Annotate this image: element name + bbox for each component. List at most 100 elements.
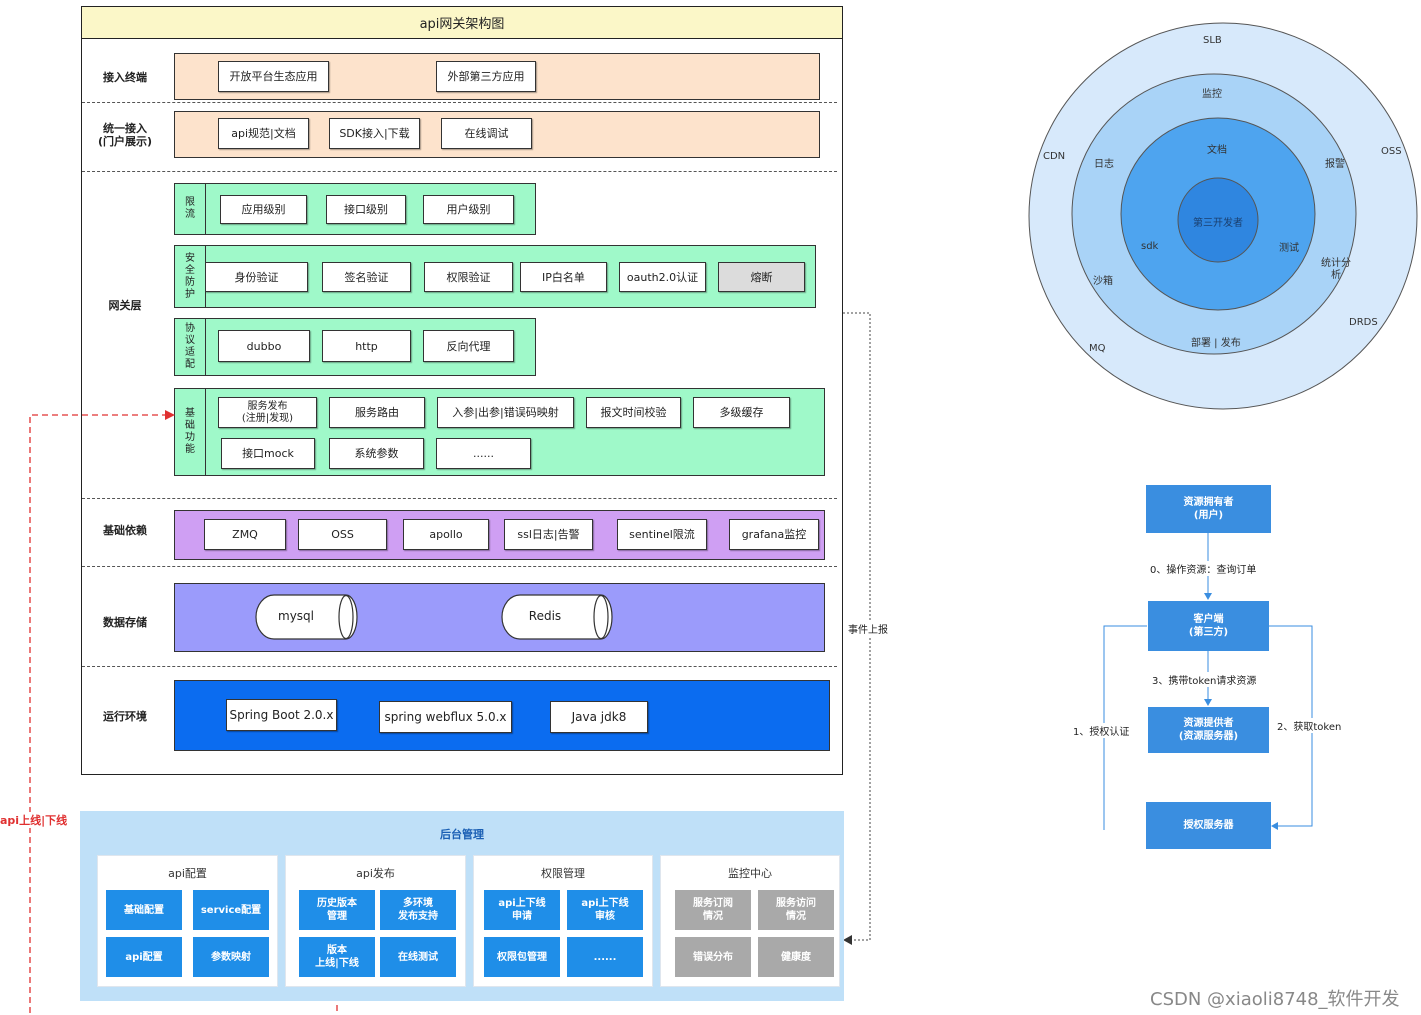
admin-tile[interactable]: api上下线 审核 <box>567 890 643 930</box>
layer-label-runtime: 运行环境 <box>103 709 147 723</box>
base-function-item[interactable]: 入参|出参|错误码映射 <box>437 397 574 428</box>
admin-tile[interactable]: 在线测试 <box>380 937 456 977</box>
admin-section-title: api配置 <box>168 867 207 880</box>
ring-label-monitor: 监控 <box>1202 89 1222 100</box>
api-online-connector <box>29 410 175 1013</box>
unified-item[interactable]: api规范|文档 <box>218 118 309 149</box>
unified-item[interactable]: SDK接入|下载 <box>329 118 420 149</box>
ring-label-deploy: 部署 | 发布 <box>1191 338 1241 349</box>
database-mysql-label: mysql <box>278 609 314 623</box>
base-function-item[interactable]: ...... <box>436 438 531 469</box>
admin-section-title: 监控中心 <box>728 867 772 880</box>
security-item[interactable]: 身份验证 <box>205 262 308 292</box>
rate-limit-item[interactable]: 应用级别 <box>220 195 307 224</box>
admin-tile[interactable]: 权限包管理 <box>484 937 560 977</box>
admin-section-title: api发布 <box>356 867 395 880</box>
deps-item[interactable]: ZMQ <box>204 519 286 550</box>
protocol-label: 协 议 适 配 <box>175 319 206 375</box>
admin-tile[interactable]: 多环境 发布支持 <box>380 890 456 930</box>
admin-tile[interactable]: 参数映射 <box>193 937 269 977</box>
ring-label-mq: MQ <box>1089 343 1106 354</box>
admin-tile[interactable]: 健康度 <box>758 937 834 977</box>
admin-tile[interactable]: 服务订阅 情况 <box>675 890 751 930</box>
separator-line <box>82 102 837 103</box>
oauth-resource-owner-text: 资源拥有者 (用户) <box>1183 497 1234 521</box>
base-function-label: 基 础 功 能 <box>175 389 206 475</box>
layer-label-deps: 基础依赖 <box>103 523 147 537</box>
rate-limit-item[interactable]: 接口级别 <box>326 195 406 224</box>
protocol-item[interactable]: http <box>322 330 411 362</box>
admin-tile-text: 版本 上线|下线 <box>315 945 359 969</box>
oauth-auth-server[interactable]: 授权服务器 <box>1146 802 1271 849</box>
ring-label-sdk: sdk <box>1141 241 1159 252</box>
deps-item[interactable]: apollo <box>403 519 489 550</box>
admin-tile[interactable]: 错误分布 <box>675 937 751 977</box>
separator-line <box>82 498 837 499</box>
architecture-frame <box>81 6 843 775</box>
base-function-item[interactable]: 服务发布 (注册|发现) <box>218 397 317 428</box>
protocol-item[interactable]: dubbo <box>218 330 310 362</box>
diagram-title: api网关架构图 <box>82 7 842 39</box>
ecosystem-rings <box>1028 22 1418 410</box>
base-function-item[interactable]: 接口mock <box>221 438 315 469</box>
oauth-step-label: 0、操作资源：查询订单 <box>1150 561 1257 576</box>
admin-tile[interactable]: ...... <box>567 937 643 977</box>
runtime-item[interactable]: Java jdk8 <box>550 701 648 733</box>
rate-limit-label-text: 限 流 <box>185 197 195 220</box>
base-function-item-text: 服务发布 (注册|发现) <box>241 400 294 424</box>
deps-item[interactable]: grafana监控 <box>729 519 819 550</box>
runtime-item[interactable]: spring webflux 5.0.x <box>379 701 512 733</box>
security-item[interactable]: 签名验证 <box>322 262 411 292</box>
ring-label-stats: 统计分 析 <box>1314 258 1358 282</box>
base-function-item[interactable]: 服务路由 <box>329 397 425 428</box>
oauth-step-label: 3、携带token请求资源 <box>1152 672 1257 687</box>
ring-label-drds: DRDS <box>1349 317 1378 328</box>
deps-item[interactable]: OSS <box>298 519 387 550</box>
oauth-resource-server[interactable]: 资源提供者 (资源服务器) <box>1148 707 1269 753</box>
ring-core <box>1177 177 1259 263</box>
ring-label-oss: OSS <box>1381 146 1402 157</box>
base-function-label-text: 基 础 功 能 <box>185 408 195 455</box>
api-online-label: api上线|下线 <box>0 812 68 828</box>
ring-label-log: 日志 <box>1094 159 1114 170</box>
admin-tile[interactable]: api上下线 申请 <box>484 890 560 930</box>
oauth-client[interactable]: 客户端 (第三方) <box>1148 601 1269 651</box>
oauth-step-label: 2、获取token <box>1277 718 1342 733</box>
access-item[interactable]: 外部第三方应用 <box>436 61 536 92</box>
security-item[interactable]: IP白名单 <box>520 262 607 292</box>
oauth-step-label: 1、授权认证 <box>1073 723 1130 738</box>
admin-tile[interactable]: 历史版本 管理 <box>299 890 375 930</box>
base-function-item[interactable]: 多级缓存 <box>693 397 790 428</box>
security-item[interactable]: 权限验证 <box>424 262 513 292</box>
deps-item[interactable]: sentinel限流 <box>617 519 707 550</box>
security-item[interactable]: oauth2.0认证 <box>619 262 706 292</box>
admin-tile[interactable]: service配置 <box>193 890 269 930</box>
admin-tile-text: 服务访问 情况 <box>776 898 816 922</box>
deps-item[interactable]: ssl日志|告警 <box>504 519 593 550</box>
rate-limit-item[interactable]: 用户级别 <box>423 195 514 224</box>
base-function-item[interactable]: 系统参数 <box>329 438 424 469</box>
separator-line <box>82 171 837 172</box>
admin-tile-text: 历史版本 管理 <box>317 898 357 922</box>
separator-line <box>82 566 837 567</box>
oauth-resource-server-text: 资源提供者 (资源服务器) <box>1178 718 1239 742</box>
base-function-item[interactable]: 报文时间校验 <box>586 397 681 428</box>
watermark: CSDN @xiaoli8748_软件开发 <box>1150 989 1400 1010</box>
admin-tile[interactable]: 版本 上线|下线 <box>299 937 375 977</box>
admin-tile[interactable]: 服务访问 情况 <box>758 890 834 930</box>
security-item-disabled[interactable]: 熔断 <box>718 262 805 292</box>
unified-item[interactable]: 在线调试 <box>441 118 532 149</box>
admin-tile[interactable]: api配置 <box>106 937 182 977</box>
database-icon[interactable] <box>254 594 360 640</box>
rate-limit-label: 限 流 <box>175 184 206 234</box>
ring-label-slb: SLB <box>1203 35 1222 46</box>
admin-tile[interactable]: 基础配置 <box>106 890 182 930</box>
runtime-item[interactable]: Spring Boot 2.0.x <box>226 699 337 731</box>
oauth-resource-owner[interactable]: 资源拥有者 (用户) <box>1146 485 1271 533</box>
protocol-item[interactable]: 反向代理 <box>423 330 514 362</box>
ring-label-stats-text: 统计分 析 <box>1321 258 1351 281</box>
separator-line <box>82 666 837 667</box>
access-item[interactable]: 开放平台生态应用 <box>218 61 329 92</box>
cache-icon[interactable] <box>500 594 615 640</box>
admin-tile-text: 服务订阅 情况 <box>693 898 733 922</box>
